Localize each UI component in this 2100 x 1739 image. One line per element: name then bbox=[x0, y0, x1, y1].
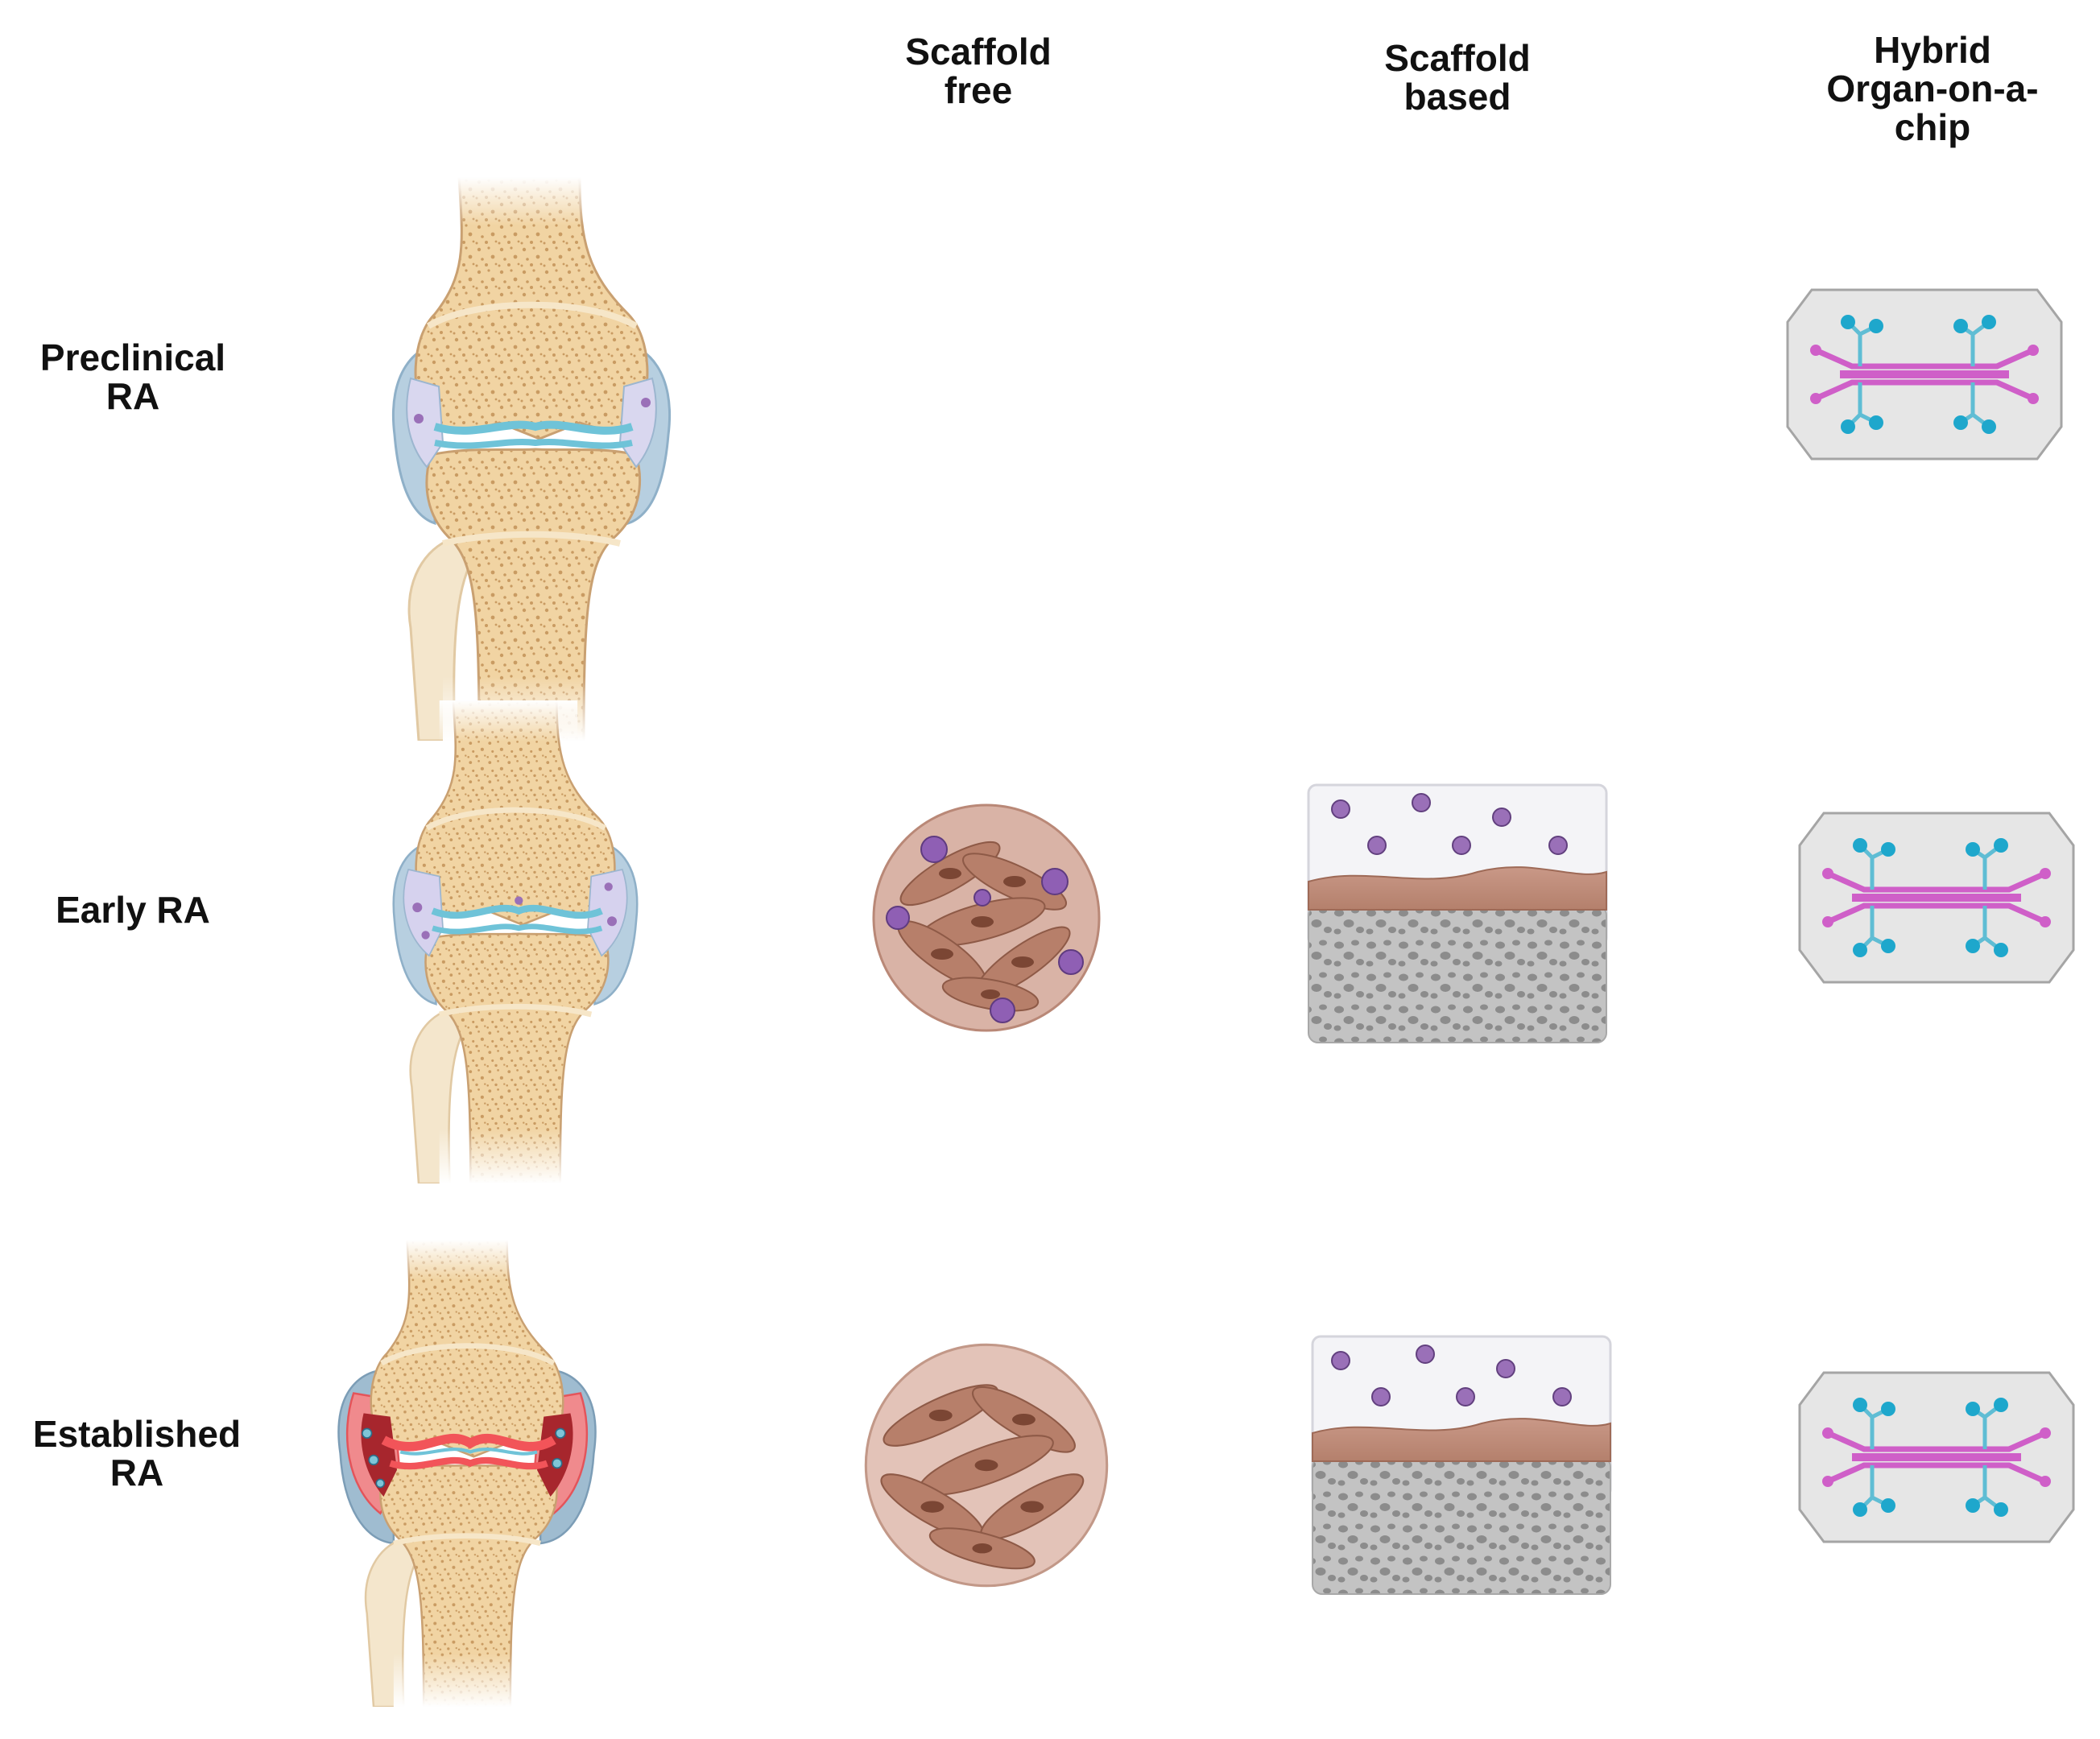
column-title-line: free bbox=[944, 69, 1013, 111]
row-title-early: Early RA bbox=[24, 890, 242, 929]
column-title-line: chip bbox=[1894, 106, 1971, 148]
knee-joint-preclinical bbox=[392, 177, 671, 741]
row-title-line: RA bbox=[105, 375, 160, 417]
knee-joint-established-ra bbox=[337, 1240, 597, 1707]
scaffold-based-construct-early bbox=[1307, 783, 1608, 1043]
row-title-line: RA bbox=[110, 1452, 164, 1493]
row-title-preclinical: Preclinical RA bbox=[24, 338, 242, 415]
spheroid-scaffold-free-established bbox=[864, 1343, 1109, 1588]
scaffold-based-construct-established bbox=[1311, 1335, 1612, 1595]
column-title-scaffold-based: Scaffold based bbox=[1369, 39, 1546, 116]
column-title-hybrid: Hybrid Organ-on-a- chip bbox=[1812, 31, 2053, 147]
column-title-line: Scaffold bbox=[1384, 37, 1531, 79]
row-title-line: Established bbox=[32, 1413, 242, 1455]
column-title-line: Scaffold bbox=[905, 31, 1052, 72]
column-title-line: Organ-on-a- bbox=[1826, 68, 2039, 109]
row-title-line: Preclinical bbox=[39, 337, 226, 378]
column-title-scaffold-free: Scaffold free bbox=[898, 32, 1059, 109]
organ-on-a-chip-preclinical bbox=[1786, 288, 2063, 461]
spheroid-scaffold-free-early bbox=[872, 803, 1101, 1032]
row-title-established: Established RA bbox=[20, 1415, 254, 1492]
row-title-line: Early RA bbox=[56, 889, 210, 931]
knee-joint-early-ra bbox=[392, 700, 639, 1183]
organ-on-a-chip-early bbox=[1798, 812, 2075, 984]
organ-on-a-chip-established bbox=[1798, 1371, 2075, 1543]
column-title-line: Hybrid bbox=[1874, 29, 1991, 71]
column-title-line: based bbox=[1403, 76, 1511, 118]
